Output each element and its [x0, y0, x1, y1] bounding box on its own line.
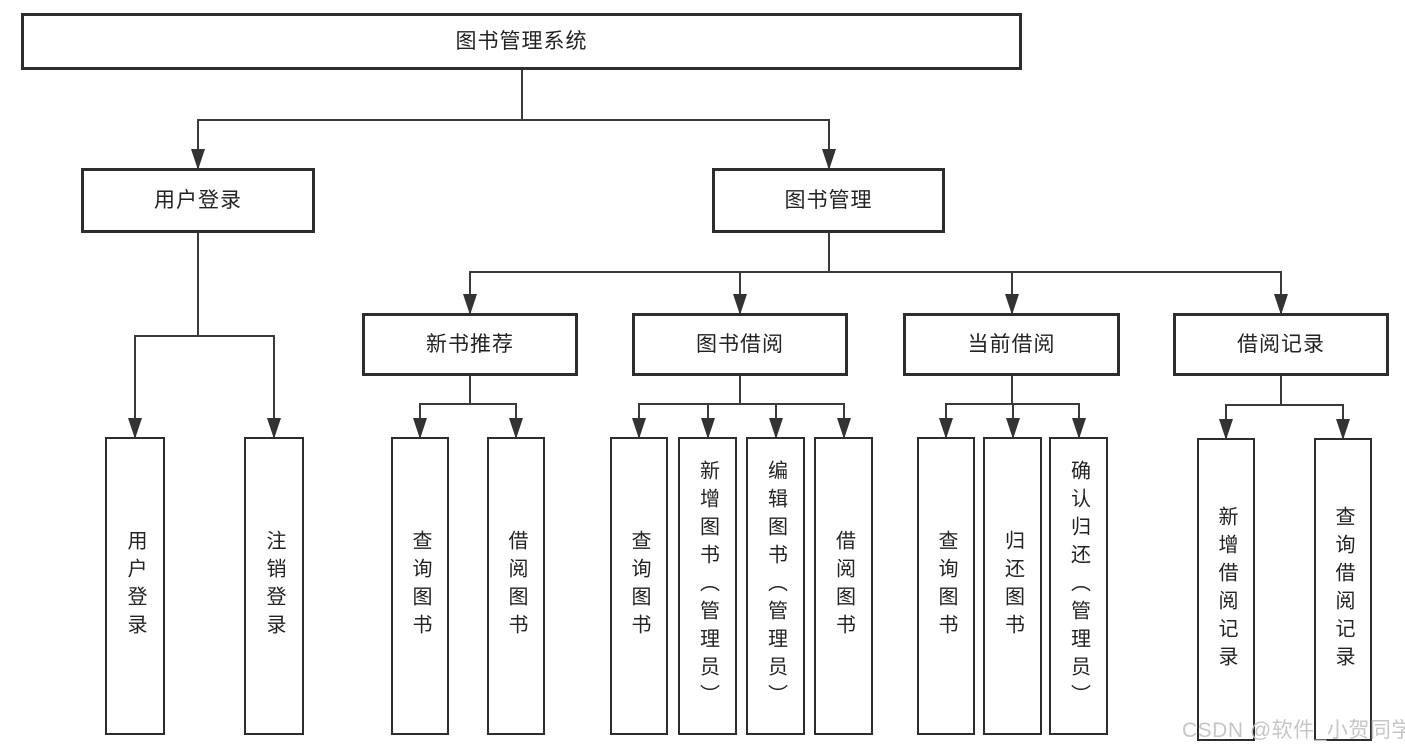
- connector-line: [419, 403, 517, 405]
- arrow-down-icon: [700, 418, 715, 439]
- arrow-down-icon: [768, 418, 783, 439]
- node-label-book-borrow: 图书借阅: [696, 332, 784, 356]
- connector-line: [1280, 272, 1282, 313]
- connector-line: [1010, 272, 1013, 313]
- arrow-down-icon: [632, 418, 646, 439]
- node-v-query-book-2: 查询图书: [610, 437, 668, 735]
- node-label-v-user-login: 用户登录: [124, 530, 146, 642]
- node-label-borrow-records: 借阅记录: [1237, 332, 1325, 356]
- connector-line: [739, 376, 741, 404]
- connector-line: [469, 272, 471, 313]
- connector-line: [827, 233, 830, 272]
- node-new-book-rec: 新书推荐: [362, 313, 578, 376]
- connector-line: [134, 336, 136, 437]
- arrow-down-icon: [191, 149, 205, 170]
- node-current-borrow: 当前借阅: [903, 313, 1120, 376]
- csdn-watermark: CSDN @软件_小贺同学: [1182, 719, 1405, 742]
- node-label-root: 图书管理系统: [455, 29, 588, 53]
- node-v-query-record: 查询借阅记录: [1314, 438, 1372, 741]
- connector-line: [638, 403, 845, 405]
- arrow-down-icon: [1005, 418, 1020, 439]
- node-label-book-mgmt: 图书管理: [784, 188, 873, 212]
- node-label-v-add-record: 新增借阅记录: [1215, 505, 1237, 674]
- connector-line: [197, 119, 830, 121]
- node-v-edit-book: 编辑图书（管理员）: [746, 437, 805, 735]
- node-root: 图书管理系统: [21, 13, 1022, 70]
- connector-line: [1010, 376, 1013, 404]
- arrow-down-icon: [463, 294, 477, 315]
- connector-line: [197, 120, 199, 168]
- connector-line: [520, 70, 523, 120]
- node-label-v-logout: 注销登录: [263, 530, 285, 642]
- node-borrow-records: 借阅记录: [1173, 313, 1389, 376]
- connector-line: [273, 336, 275, 437]
- arrow-down-icon: [836, 418, 851, 439]
- arrow-down-icon: [1274, 294, 1288, 315]
- node-v-logout: 注销登录: [244, 437, 304, 735]
- arrow-down-icon: [1004, 294, 1019, 315]
- arrow-down-icon: [1071, 418, 1086, 439]
- arrow-down-icon: [509, 418, 523, 439]
- node-v-query-book-3: 查询图书: [917, 437, 975, 735]
- node-label-v-return-book: 归还图书: [1001, 530, 1024, 642]
- node-label-v-query-book-3: 查询图书: [935, 530, 957, 642]
- arrow-down-icon: [821, 149, 836, 170]
- connector-line: [469, 376, 471, 404]
- arrow-down-icon: [1219, 419, 1233, 440]
- connector-line: [1280, 376, 1282, 405]
- node-label-v-query-book-2: 查询图书: [628, 530, 650, 642]
- arrow-down-icon: [939, 418, 953, 439]
- node-book-mgmt: 图书管理: [712, 168, 945, 233]
- node-book-borrow: 图书借阅: [632, 313, 848, 376]
- node-label-v-borrow-book-2: 借阅图书: [832, 530, 855, 642]
- node-label-current-borrow: 当前借阅: [967, 332, 1056, 356]
- node-label-new-book-rec: 新书推荐: [426, 332, 514, 356]
- connector-line: [134, 335, 275, 337]
- connector-line: [469, 271, 1282, 273]
- arrow-down-icon: [1336, 419, 1350, 440]
- node-v-return-book: 归还图书: [983, 437, 1042, 735]
- arrow-down-icon: [733, 294, 747, 315]
- node-v-borrow-book-1: 借阅图书: [487, 437, 545, 735]
- node-label-v-confirm-return: 确认归还（管理员）: [1067, 460, 1090, 712]
- node-v-borrow-book-2: 借阅图书: [814, 437, 873, 735]
- connector-line: [197, 233, 199, 336]
- node-label-v-query-book-1: 查询图书: [409, 530, 431, 642]
- node-v-user-login: 用户登录: [105, 437, 165, 735]
- connector-line: [739, 272, 741, 313]
- node-label-v-edit-book: 编辑图书（管理员）: [764, 460, 787, 712]
- arrow-down-icon: [413, 418, 427, 439]
- node-label-v-add-book: 新增图书（管理员）: [696, 460, 719, 712]
- connector-line: [1225, 404, 1344, 406]
- node-v-confirm-return: 确认归还（管理员）: [1049, 437, 1108, 735]
- connector-line: [827, 120, 830, 168]
- arrow-down-icon: [267, 418, 281, 439]
- node-label-v-query-record: 查询借阅记录: [1332, 505, 1354, 674]
- node-v-query-book-1: 查询图书: [391, 437, 449, 735]
- node-v-add-book: 新增图书（管理员）: [678, 437, 737, 735]
- node-user-login: 用户登录: [81, 168, 315, 233]
- node-label-user-login: 用户登录: [154, 188, 242, 212]
- node-label-v-borrow-book-1: 借阅图书: [505, 530, 527, 642]
- arrow-down-icon: [128, 418, 142, 439]
- node-v-add-record: 新增借阅记录: [1197, 438, 1255, 741]
